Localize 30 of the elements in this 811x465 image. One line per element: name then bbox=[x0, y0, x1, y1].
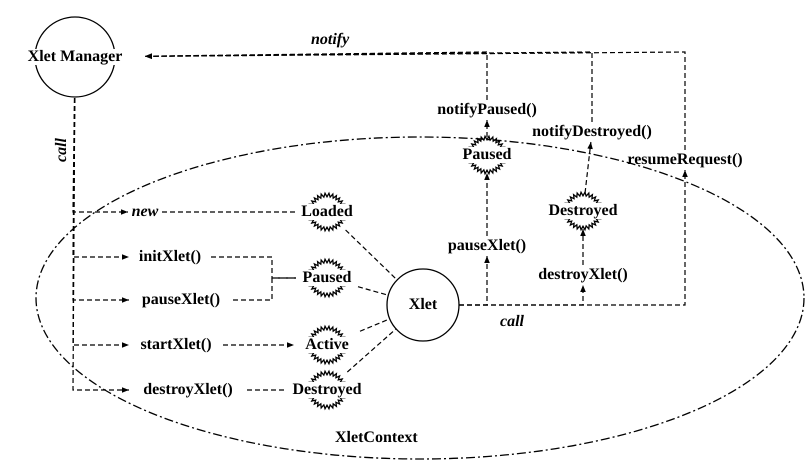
edge-label: notify bbox=[309, 32, 352, 48]
method-label: destroyXlet() bbox=[538, 266, 628, 284]
arrow bbox=[484, 173, 490, 236]
state-label: Paused bbox=[302, 270, 352, 286]
arrow bbox=[459, 170, 688, 306]
arrow bbox=[145, 51, 593, 122]
node-label: Xlet bbox=[408, 296, 438, 314]
context-label: XletContext bbox=[335, 429, 418, 447]
state-label: Loaded bbox=[300, 204, 354, 220]
state-label: Active bbox=[304, 337, 350, 353]
method-label: pauseXlet() bbox=[142, 291, 220, 309]
method-label: destroyXlet() bbox=[143, 381, 233, 399]
method-label: notifyPaused() bbox=[437, 101, 537, 119]
arrow bbox=[145, 51, 488, 100]
state-label: Paused bbox=[462, 147, 512, 163]
state-label: Destroyed bbox=[547, 203, 619, 219]
arrow bbox=[584, 142, 593, 194]
arrow bbox=[580, 229, 586, 265]
arrow bbox=[484, 120, 490, 137]
arrow bbox=[145, 51, 686, 150]
arrow bbox=[72, 98, 129, 393]
method-label: initXlet() bbox=[138, 248, 202, 266]
method-label: startXlet() bbox=[140, 336, 212, 354]
method-label: notifyDestroyed() bbox=[532, 123, 652, 141]
method-label: resumeRequest() bbox=[627, 151, 743, 169]
method-label: new bbox=[132, 203, 158, 221]
method-label: pauseXlet() bbox=[448, 237, 526, 255]
state-label: Destroyed bbox=[291, 382, 363, 398]
node-label: Xlet Manager bbox=[26, 49, 124, 65]
arrow bbox=[223, 342, 294, 348]
